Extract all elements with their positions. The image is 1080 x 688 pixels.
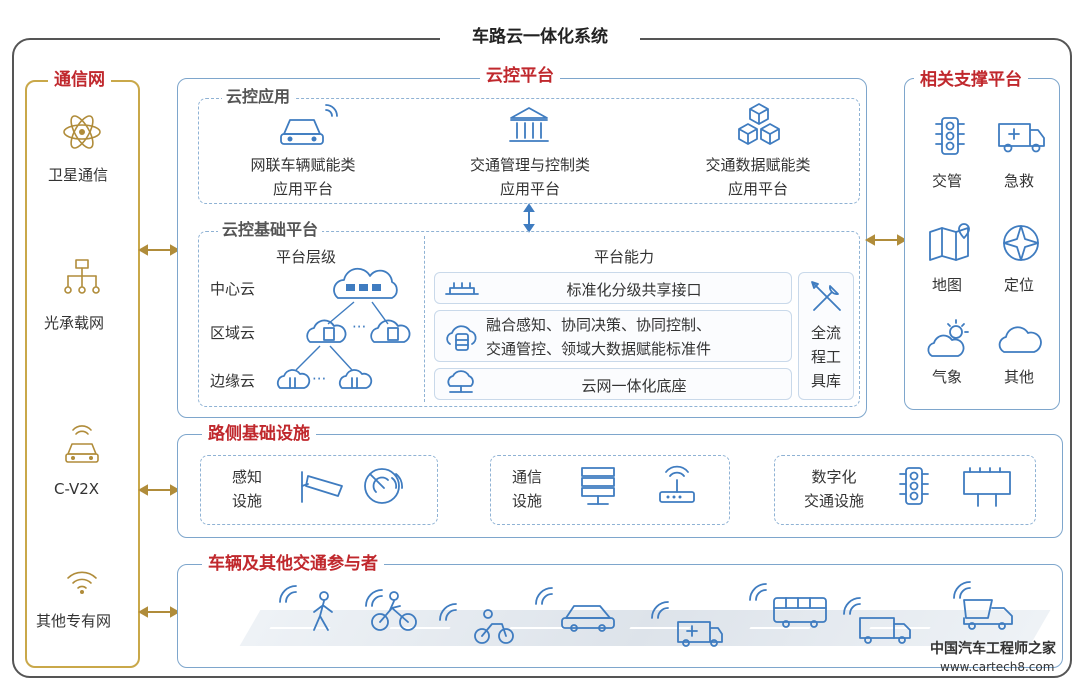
optical-network-icon xyxy=(64,259,100,294)
ambulance-icon xyxy=(998,123,1045,153)
vehicles-title: 车辆及其他交通参与者 xyxy=(202,552,384,576)
level-center-cloud: 中心云 xyxy=(210,280,256,298)
system-title: 车路云一体化系统 xyxy=(440,22,640,52)
roadside-title: 路侧基础设施 xyxy=(202,422,316,446)
comm-network-title: 通信网 xyxy=(48,68,111,92)
cap-standards-line1: 融合感知、协同决策、协同控制、 xyxy=(486,316,712,334)
support-platform-title: 相关支撑平台 xyxy=(914,68,1028,92)
watermark-brand: 中国汽车工程师之家 xyxy=(930,641,1056,657)
support-item-traffic: 交管 xyxy=(932,172,963,190)
server-icon xyxy=(581,467,615,505)
ambulance-vehicle-icon xyxy=(677,621,723,647)
cap-row-foundation xyxy=(434,368,792,400)
bus-icon xyxy=(773,597,827,628)
tools-line2: 程工 xyxy=(810,348,841,366)
left-item-satellite: 卫星通信 xyxy=(48,166,109,184)
tools-line3: 具库 xyxy=(810,372,841,390)
roadside-group-digital xyxy=(774,455,1036,525)
apps-base-arrow xyxy=(523,203,535,233)
app-item-traffic-line1: 交通管理与控制类 xyxy=(469,156,590,174)
tools-icon xyxy=(811,281,841,311)
roadside-group-sensing xyxy=(200,455,438,525)
watermark-url: www.cartech8.com xyxy=(940,660,1055,674)
data-cubes-icon xyxy=(738,103,780,145)
left-item-private: 其他专有网 xyxy=(36,612,112,630)
interface-icon xyxy=(445,282,479,295)
v2x-car-icon xyxy=(65,425,99,463)
app-item-vehicle-line1: 网联车辆赋能类 xyxy=(250,156,356,174)
tools-line1: 全流 xyxy=(810,324,841,342)
cap-row-standards xyxy=(434,310,792,362)
edge-ellipsis: ··· xyxy=(312,370,327,388)
government-building-icon xyxy=(509,107,549,142)
pedestrian-icon xyxy=(313,591,333,631)
truck-icon xyxy=(859,617,911,644)
router-icon xyxy=(659,465,695,503)
cloud-hierarchy-diagram xyxy=(276,267,411,389)
app-item-traffic-line2: 应用平台 xyxy=(499,180,560,198)
car-icon xyxy=(561,605,615,632)
digital-line1: 数字化 xyxy=(811,468,857,486)
app-item-data-line2: 应用平台 xyxy=(727,180,788,198)
region-ellipsis: ··· xyxy=(352,318,367,336)
support-item-weather: 气象 xyxy=(932,368,963,386)
digital-line2: 交通设施 xyxy=(803,492,864,510)
cloud-network-icon xyxy=(447,370,474,393)
levels-title: 平台层级 xyxy=(276,248,337,266)
cap-standards-line2: 交通管控、领域大数据赋能标准件 xyxy=(486,340,712,358)
capabilities-title: 平台能力 xyxy=(594,248,655,266)
traffic-participants xyxy=(279,581,1013,647)
connected-car-icon xyxy=(280,104,338,145)
dump-truck-icon xyxy=(963,599,1013,630)
cloud-icon xyxy=(998,326,1042,353)
cap-foundation-text: 云网一体化底座 xyxy=(581,377,687,395)
toolbox-box xyxy=(798,272,854,400)
satellite-icon xyxy=(63,115,101,149)
sensing-line2: 设施 xyxy=(232,492,263,510)
support-item-positioning: 定位 xyxy=(1004,276,1035,294)
level-edge-cloud: 边缘云 xyxy=(210,372,256,390)
cap-interface-text: 标准化分级共享接口 xyxy=(566,281,702,299)
roadside-panel xyxy=(177,434,1063,538)
support-item-other: 其他 xyxy=(1004,368,1035,386)
comm-network-panel xyxy=(25,80,140,668)
camera-icon xyxy=(301,471,343,503)
left-connector-arrows xyxy=(137,244,181,618)
level-region-cloud: 区域云 xyxy=(210,324,256,342)
cap-row-interface xyxy=(434,272,792,304)
roadside-group-comm xyxy=(490,455,730,525)
right-connector-arrow xyxy=(864,234,908,246)
left-item-optical: 光承载网 xyxy=(44,314,105,332)
radar-icon xyxy=(364,468,403,504)
cyclist-icon xyxy=(371,591,417,631)
billboard-icon xyxy=(963,467,1011,507)
database-cloud-icon xyxy=(446,325,477,351)
comm-line1: 通信 xyxy=(512,468,543,486)
motorcycle-icon xyxy=(474,609,514,644)
map-icon xyxy=(929,223,970,261)
traffic-signal-icon xyxy=(899,467,929,505)
weather-icon xyxy=(927,319,969,357)
cloud-apps-title: 云控应用 xyxy=(222,87,295,107)
support-item-map: 地图 xyxy=(932,276,963,294)
left-item-cv2x: C-V2X xyxy=(54,480,100,498)
comm-line2: 设施 xyxy=(512,492,543,510)
compass-icon xyxy=(1003,225,1039,261)
cloud-base-box xyxy=(198,231,860,407)
app-item-data-line1: 交通数据赋能类 xyxy=(705,156,811,174)
traffic-light-icon xyxy=(935,117,965,155)
support-item-emergency: 急救 xyxy=(1004,172,1035,190)
wifi-icon xyxy=(67,571,97,594)
cloud-platform-title: 云控平台 xyxy=(480,64,560,88)
app-item-vehicle-line2: 应用平台 xyxy=(272,180,333,198)
base-divider xyxy=(424,236,425,402)
cloud-base-title: 云控基础平台 xyxy=(218,220,323,240)
sensing-line1: 感知 xyxy=(232,468,263,486)
